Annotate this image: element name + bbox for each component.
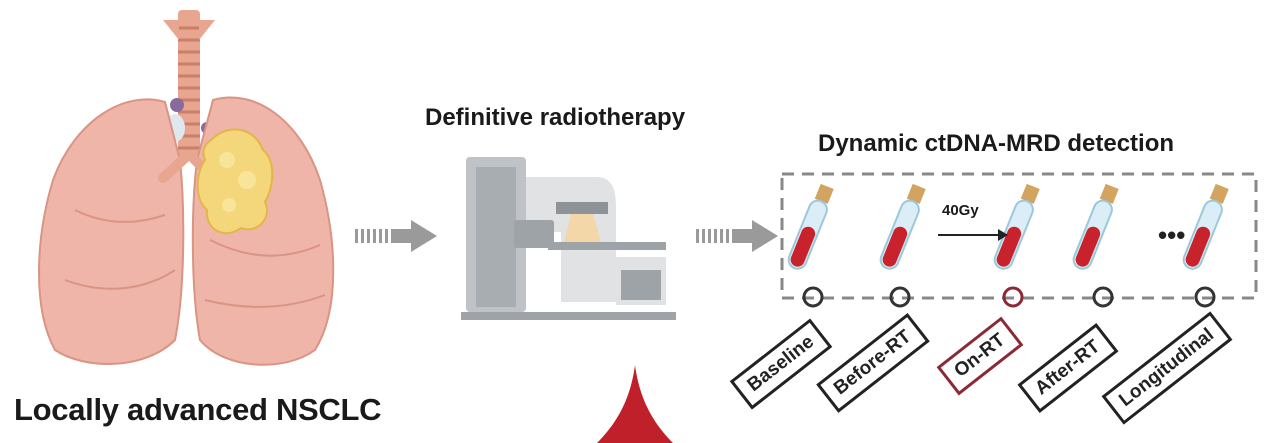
linear-accelerator-icon (461, 157, 676, 320)
tag-before-rt: Before-RT (816, 313, 930, 413)
left-lung (38, 98, 185, 365)
dose-arrow-icon (938, 229, 1008, 241)
arrow-right-icon (696, 220, 778, 252)
tag-ring (1002, 286, 1024, 308)
blood-tube-icon (1072, 183, 1119, 270)
lung-title: Locally advanced NSCLC (14, 392, 382, 427)
tag-on-rt: On-RT (936, 316, 1024, 396)
blood-tube-icon (993, 183, 1040, 270)
sample-panel: ••• (780, 172, 1258, 308)
blood-tube-icon (879, 183, 926, 270)
radiotherapy-title: Definitive radiotherapy (425, 104, 686, 131)
tag-ring (802, 286, 824, 308)
dose-label: 40Gy (942, 202, 979, 219)
red-pointer-icon (597, 365, 673, 443)
ellipsis: ••• (1158, 220, 1185, 250)
blood-tube-icon (787, 183, 834, 270)
tumor (196, 128, 274, 235)
lungs-icon (38, 10, 335, 366)
tag-ring (1194, 286, 1216, 308)
tag-longitudinal: Longitudinal (1101, 311, 1233, 425)
detection-title: Dynamic ctDNA-MRD detection (818, 130, 1175, 157)
tag-ring (889, 286, 911, 308)
tag-ring (1092, 286, 1114, 308)
arrow-right-icon (355, 220, 437, 252)
blood-tube-icon (1182, 183, 1229, 270)
tag-baseline: Baseline (729, 318, 833, 410)
